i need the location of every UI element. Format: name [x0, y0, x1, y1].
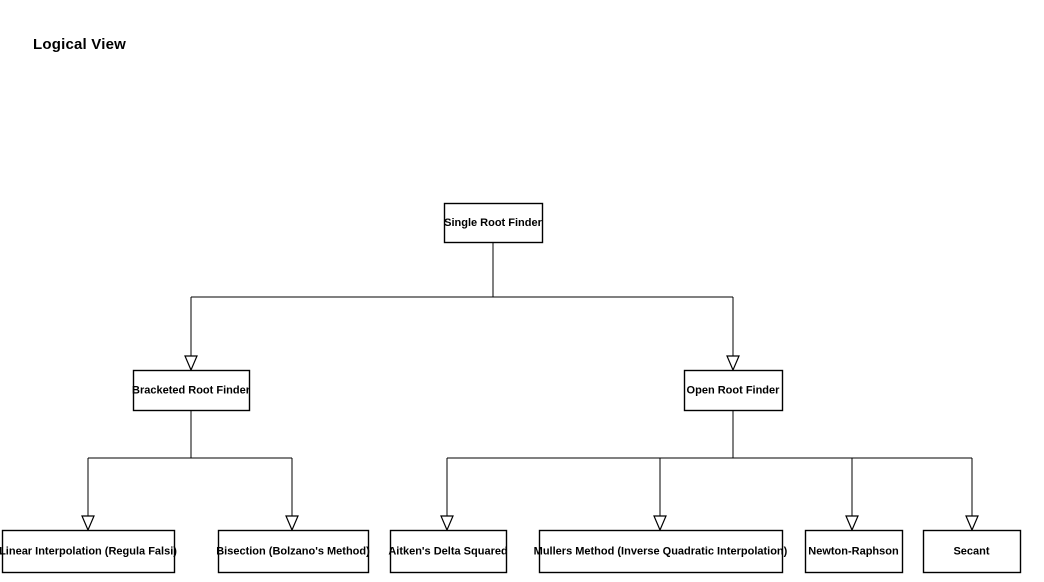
node-open-root-finder[interactable]: Open Root Finder — [683, 369, 784, 412]
node-box-secant[interactable] — [922, 529, 1022, 574]
generalization-arrowhead — [965, 515, 979, 532]
connector-group-group_root — [184, 242, 740, 372]
node-label-aitkens-delta-squared: Aitken's Delta Squared — [388, 545, 507, 557]
node-box-aitkens-delta-squared[interactable] — [389, 529, 508, 574]
node-box-mullers-method-inverse-quadratic-interpolation[interactable] — [538, 529, 784, 574]
generalization-arrowhead — [285, 515, 299, 532]
node-label-single-root-finder: Single Root Finder — [444, 217, 542, 229]
node-box-bisection-bolzanos-method[interactable] — [217, 529, 370, 574]
node-box-linear-interpolation-regula-falsi[interactable] — [1, 529, 176, 574]
node-label-secant: Secant — [953, 545, 989, 557]
node-linear-interpolation-regula-falsi[interactable]: Linear Interpolation (Regula Falsi) — [0, 529, 177, 574]
node-secant[interactable]: Secant — [922, 529, 1022, 574]
generalization-arrowhead — [653, 515, 667, 532]
node-aitkens-delta-squared[interactable]: Aitken's Delta Squared — [388, 529, 508, 574]
node-newton-raphson[interactable]: Newton-Raphson — [804, 529, 904, 574]
generalization-arrowhead — [845, 515, 859, 532]
node-box-newton-raphson[interactable] — [804, 529, 904, 574]
node-single-root-finder[interactable]: Single Root Finder — [443, 202, 544, 244]
node-label-open-root-finder: Open Root Finder — [687, 384, 781, 396]
node-box-single-root-finder[interactable] — [443, 202, 544, 244]
node-label-mullers-method-inverse-quadratic-interpolation: Mullers Method (Inverse Quadratic Interp… — [534, 545, 788, 557]
generalization-arrowhead — [726, 355, 740, 372]
generalization-arrowhead — [81, 515, 95, 532]
node-bracketed-root-finder[interactable]: Bracketed Root Finder — [132, 369, 251, 412]
node-box-open-root-finder[interactable] — [683, 369, 784, 412]
node-label-newton-raphson: Newton-Raphson — [808, 545, 899, 557]
connectors-layer — [81, 242, 979, 532]
generalization-arrowhead — [184, 355, 198, 372]
connector-group-group_bracketed — [81, 410, 299, 532]
node-mullers-method-inverse-quadratic-interpolation[interactable]: Mullers Method (Inverse Quadratic Interp… — [534, 529, 788, 574]
node-box-bracketed-root-finder[interactable] — [132, 369, 251, 412]
node-label-bisection-bolzanos-method: Bisection (Bolzano's Method) — [216, 545, 370, 557]
generalization-arrowhead — [440, 515, 454, 532]
connector-group-group_open — [440, 410, 979, 532]
node-label-linear-interpolation-regula-falsi: Linear Interpolation (Regula Falsi) — [0, 545, 177, 557]
node-bisection-bolzanos-method[interactable]: Bisection (Bolzano's Method) — [216, 529, 370, 574]
node-label-bracketed-root-finder: Bracketed Root Finder — [132, 384, 251, 396]
page-title: Logical View — [33, 36, 126, 53]
